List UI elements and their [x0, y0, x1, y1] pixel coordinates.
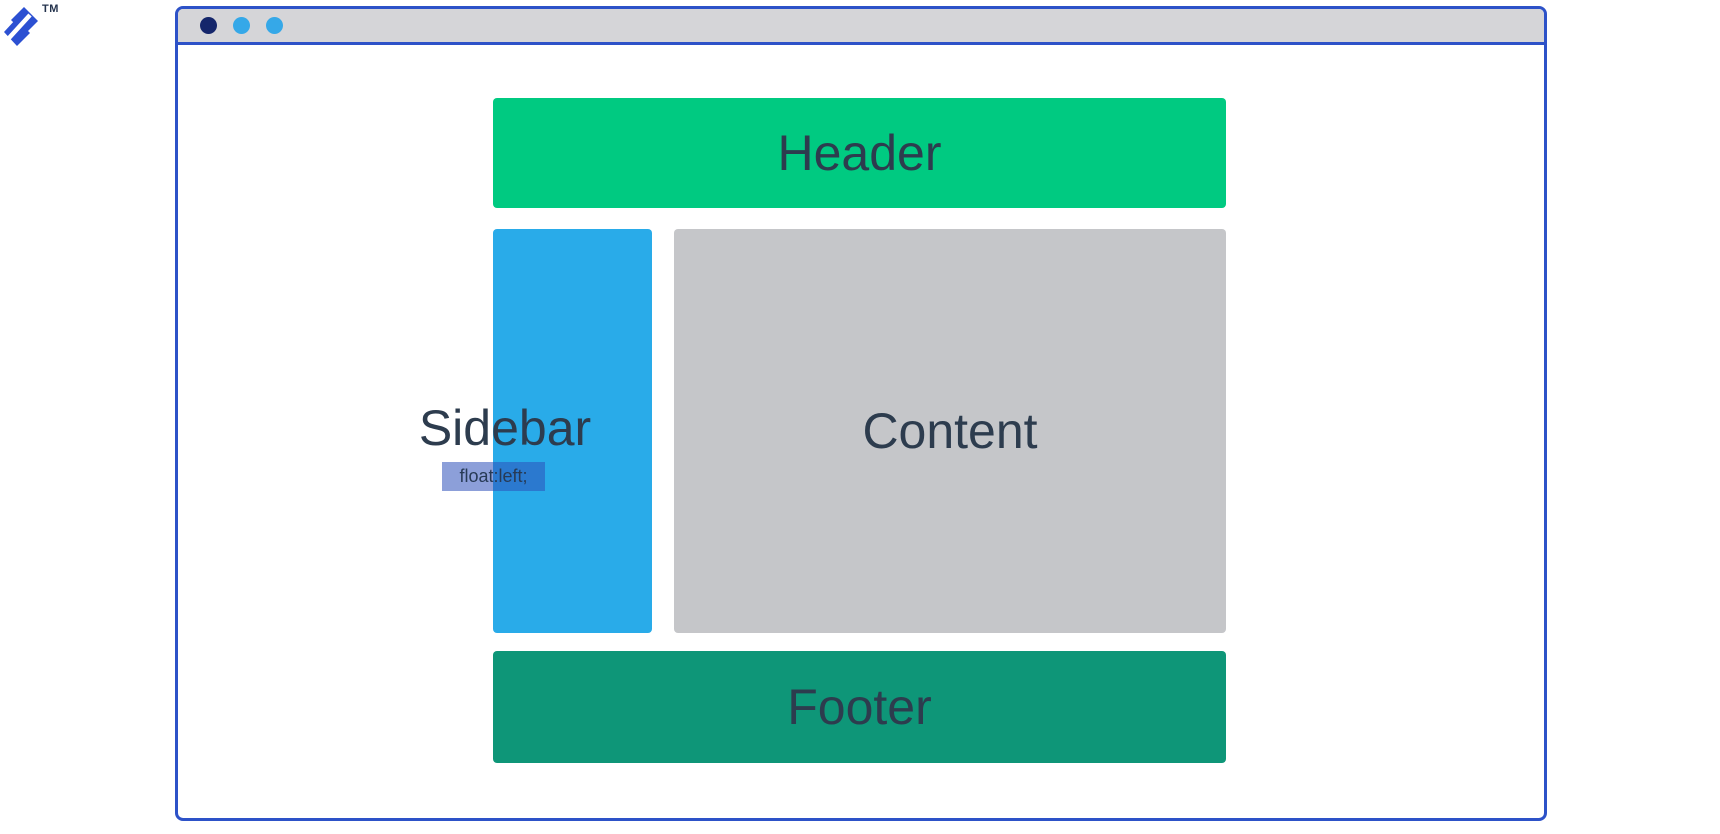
footer-block: Footer [493, 651, 1226, 763]
content-label: Content [862, 403, 1038, 459]
window-dot-icon [200, 17, 217, 34]
window-dot-icon [233, 17, 250, 34]
brand-logo: TM [4, 3, 62, 49]
brand-logo-icon [4, 5, 44, 54]
window-dot-icon [266, 17, 283, 34]
trademark-label: TM [42, 3, 59, 15]
content-block: Content [674, 229, 1226, 633]
float-left-tag: float:left; [442, 462, 545, 491]
header-block: Header [493, 98, 1226, 208]
sidebar-block [493, 229, 652, 633]
sidebar-label: Sidebar [418, 400, 592, 456]
header-label: Header [777, 125, 942, 181]
footer-label: Footer [787, 679, 932, 735]
browser-titlebar [178, 9, 1544, 45]
